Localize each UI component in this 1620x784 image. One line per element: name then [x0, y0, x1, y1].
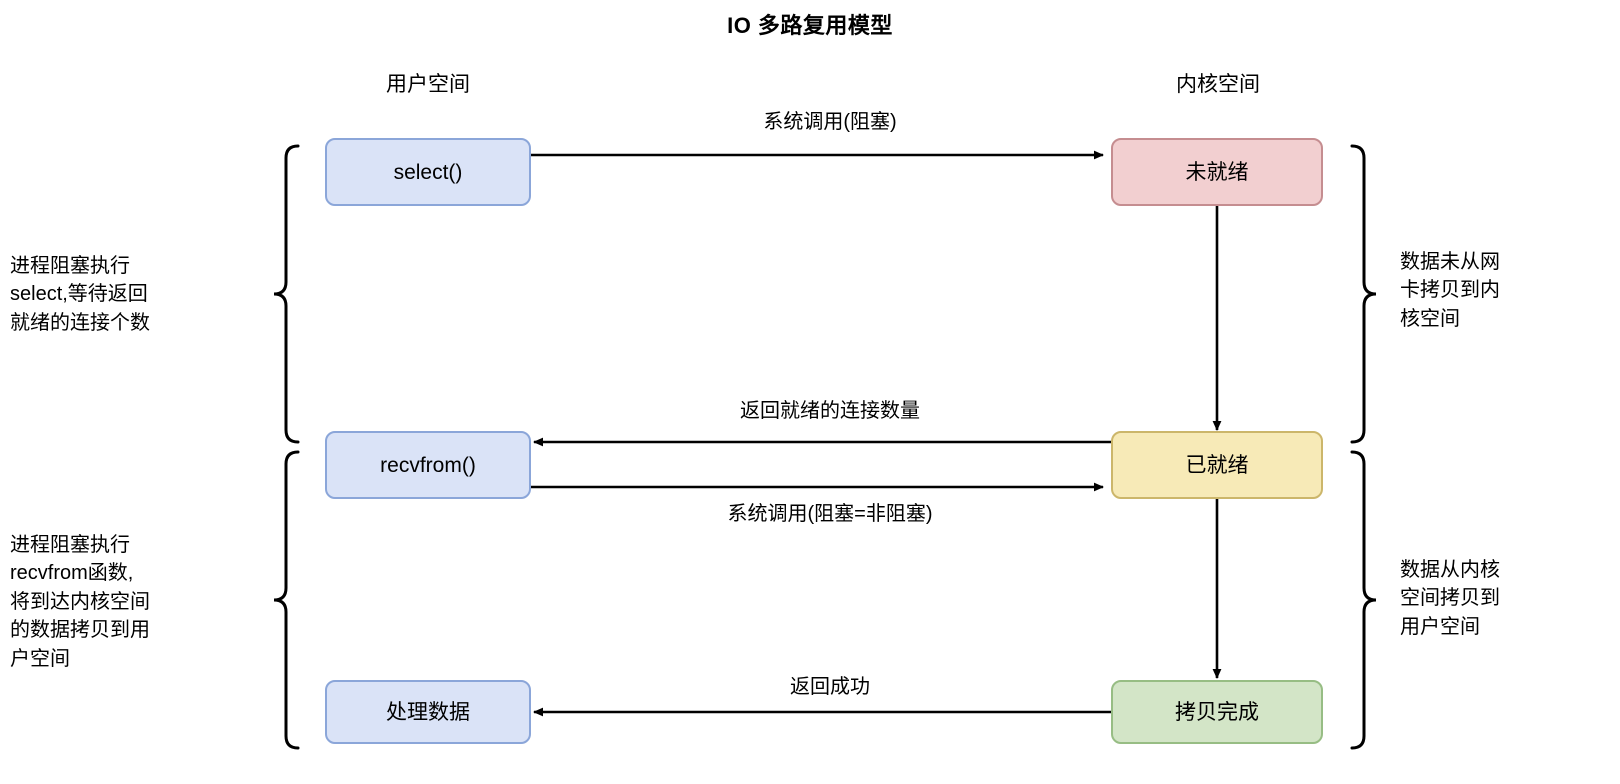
- brace-left-bottom: [273, 450, 300, 750]
- brace-left-top: [273, 144, 300, 444]
- note-right-bottom: 数据从内核空间拷贝到用户空间: [1400, 559, 1500, 638]
- edge-label-return-success: 返回成功: [790, 676, 870, 698]
- node-copy-done[interactable]: 拷贝完成: [1111, 680, 1323, 744]
- edge-label-return-ready-count: 返回就绪的连接数量: [740, 400, 920, 422]
- brace-right-bottom: [1350, 450, 1377, 750]
- note-right-top: 数据未从网卡拷贝到内核空间: [1400, 251, 1500, 330]
- node-ready[interactable]: 已就绪: [1111, 431, 1323, 499]
- node-not-ready[interactable]: 未就绪: [1111, 138, 1323, 206]
- brace-right-top: [1350, 144, 1377, 444]
- node-select[interactable]: select(): [325, 138, 531, 206]
- edge-label-syscall-blocking: 系统调用(阻塞): [763, 111, 897, 133]
- column-header-user-space: 用户空间: [386, 73, 470, 96]
- node-recvfrom[interactable]: recvfrom(): [325, 431, 531, 499]
- edge-label-syscall-blocking-nonblocking: 系统调用(阻塞=非阻塞): [727, 503, 933, 525]
- page-title: IO 多路复用模型: [727, 13, 893, 38]
- node-process-data[interactable]: 处理数据: [325, 680, 531, 744]
- column-header-kernel-space: 内核空间: [1176, 73, 1260, 96]
